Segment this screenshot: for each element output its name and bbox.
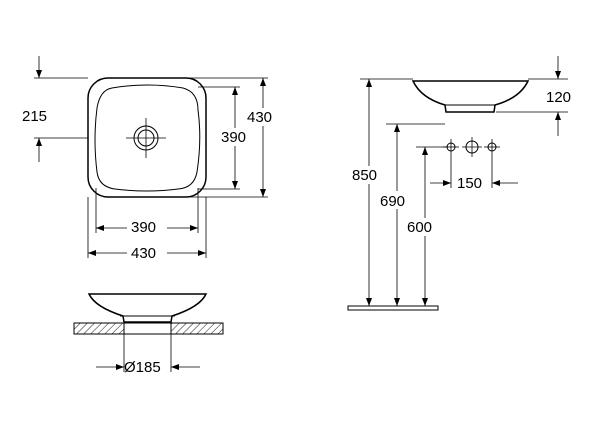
- arrow-150-right: [492, 180, 500, 186]
- dim-label-150: 150: [457, 175, 482, 192]
- dim-label-diameter-185: Ø185: [124, 359, 161, 376]
- arrow-430v-bottom: [260, 189, 266, 197]
- label-bg-600: [408, 218, 440, 236]
- label-bg-390v: [222, 128, 250, 146]
- arrow-850-bottom: [366, 298, 372, 306]
- arrow-690-top: [394, 124, 400, 132]
- side-view: 120 850 690 600: [347, 56, 571, 311]
- arrow-430h-left: [88, 250, 96, 256]
- dim-label-850: 850: [352, 167, 377, 184]
- front-view: Ø185: [73, 293, 224, 376]
- dim-label-390-vertical: 390: [221, 129, 246, 146]
- basin-front-profile: [87, 293, 208, 323]
- label-bg-850: [352, 166, 384, 184]
- label-bg-690: [380, 191, 412, 209]
- arrow-390h-left: [96, 225, 104, 231]
- countertop-left: [73, 322, 125, 335]
- arrow-390v-top: [232, 87, 238, 95]
- dim-label-390-horizontal: 390: [131, 219, 156, 236]
- countertop-right: [170, 322, 224, 335]
- fitting-left: [443, 139, 459, 155]
- basin-outer-outline: [87, 77, 207, 198]
- arrow-390h-right: [190, 225, 198, 231]
- dim-label-120: 120: [546, 89, 571, 106]
- dim-label-215: 215: [22, 108, 47, 125]
- floor-line: [347, 305, 439, 311]
- dim-label-430-horizontal: 430: [131, 245, 156, 262]
- label-bg-390h: [127, 218, 167, 236]
- arrow-850-top: [366, 79, 372, 87]
- basin-base-foot: [123, 322, 172, 335]
- arrow-600-top: [422, 147, 428, 155]
- basin-side-profile: [411, 80, 530, 113]
- dim-label-690: 690: [380, 193, 405, 210]
- label-bg-430v: [247, 108, 277, 126]
- arrow-215-lower: [36, 138, 42, 146]
- top-view: 215 390 430 390 430: [22, 56, 277, 262]
- arrow-120-lower: [555, 112, 561, 120]
- fitting-center-drain: [462, 137, 482, 157]
- dim-label-430-vertical: 430: [247, 109, 272, 126]
- arrow-150-left: [443, 180, 451, 186]
- arrow-430v-top: [260, 78, 266, 86]
- arrow-185-left: [116, 364, 124, 370]
- arrow-185-right: [171, 364, 179, 370]
- arrow-690-bottom: [394, 298, 400, 306]
- arrow-390v-bottom: [232, 181, 238, 189]
- arrow-120-upper: [555, 71, 561, 79]
- fitting-right: [484, 139, 500, 155]
- dim-label-600: 600: [407, 219, 432, 236]
- label-bg-430h: [127, 244, 167, 262]
- arrow-430h-right: [198, 250, 206, 256]
- arrow-600-bottom: [422, 298, 428, 306]
- arrow-215-upper: [36, 70, 42, 78]
- basin-inner-bowl: [94, 84, 201, 192]
